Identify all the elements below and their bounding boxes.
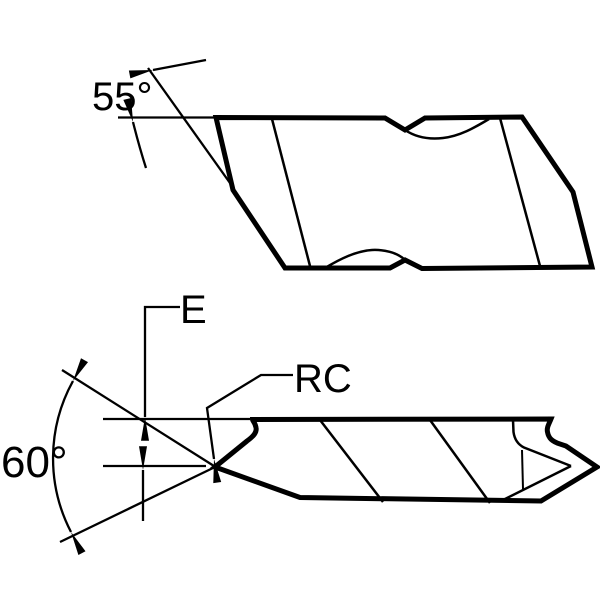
- angle-60-label: 60°: [1, 438, 68, 487]
- side-view-outline: [209, 416, 600, 504]
- top-facet-edge-left: [270, 118, 312, 267]
- dimension-rc-label: RC: [294, 357, 352, 401]
- e-leader-and-top-arrow: [141, 305, 180, 441]
- rc-leader-arrow: [205, 373, 293, 484]
- top-groove-wave-lower: [324, 248, 406, 270]
- angled-55-reference-line: [147, 67, 231, 184]
- side-facet-edge-right: [428, 419, 492, 504]
- angle-55-arrow-upper: [128, 58, 207, 79]
- dimension-e-label: E: [180, 288, 207, 332]
- side-thread-form-vertical: [521, 449, 524, 490]
- side-view-dimensions: 60° E RC: [1, 288, 352, 555]
- side-notch-profile-line: [511, 419, 572, 468]
- top-view-drawing: [212, 114, 596, 272]
- top-facet-edge-right: [498, 117, 542, 267]
- top-groove-wave-upper: [404, 117, 490, 140]
- top-view-dimensions: 55°: [92, 58, 231, 184]
- side-thread-form-flank: [502, 464, 572, 502]
- angle-60-arc: [51, 358, 89, 555]
- angle-55-label: 55°: [92, 75, 153, 119]
- side-facet-edge-left: [319, 419, 384, 503]
- angle-60-lower-line: [59, 466, 215, 544]
- angle-55-arrow-lower: [123, 97, 148, 169]
- side-view-drawing: [209, 416, 600, 504]
